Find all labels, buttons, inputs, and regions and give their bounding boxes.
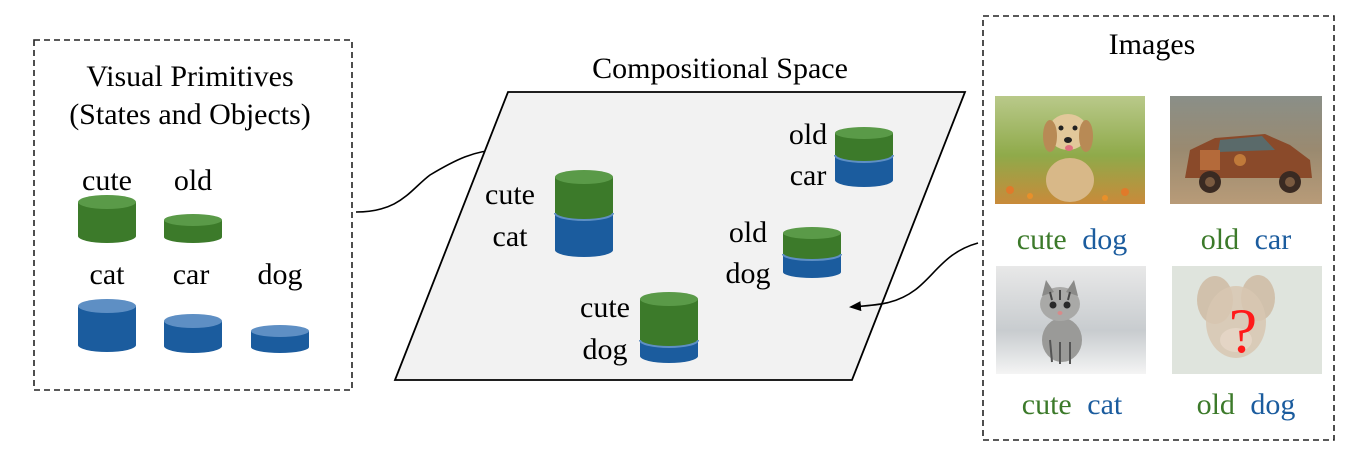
arrow-primitives-to-space [355, 145, 502, 213]
images-panel: Images cute dog [982, 15, 1335, 441]
caption-object-dog-2: dog [1250, 388, 1295, 421]
state-label-old: old [174, 164, 212, 197]
kitten-photo [996, 266, 1146, 374]
compositional-space: Compositional Space cute cat old car old… [393, 52, 967, 381]
puppy-photo [995, 96, 1145, 204]
stack-old-car [834, 127, 894, 187]
primitives-dashed-border [33, 39, 353, 391]
tile-caption-old-car: old car [1201, 223, 1291, 256]
images-dashed-border [982, 15, 1335, 441]
pair-state-old-dog: old [729, 216, 767, 249]
caption-state-cute-2: cute [1022, 388, 1072, 421]
stack-cute-dog [639, 292, 699, 363]
pair-state-cute-dog: cute [580, 291, 630, 324]
stack-cute-cat [554, 170, 614, 257]
space-title: Compositional Space [592, 52, 848, 85]
stack-old-dog [782, 227, 842, 278]
visual-primitives-panel: Visual Primitives (States and Objects) c… [33, 39, 353, 391]
primitives-title-line1: Visual Primitives [86, 60, 293, 93]
pair-object-old-dog: dog [726, 257, 771, 290]
caption-state-old-2: old [1197, 388, 1235, 421]
caption-object-cat: cat [1087, 388, 1123, 421]
cylinder-old [164, 214, 222, 243]
caption-object-dog: dog [1082, 223, 1127, 256]
tile-caption-cute-dog: cute dog [1017, 223, 1127, 256]
pair-object-cute-cat: cat [493, 220, 529, 253]
cylinder-cat [78, 299, 136, 352]
caption-object-car: car [1255, 223, 1292, 256]
state-label-cute: cute [82, 164, 132, 197]
arrow-images-to-space [849, 242, 979, 312]
pair-state-old-car: old [789, 118, 827, 151]
space-plane [393, 91, 967, 381]
rusty-car-photo [1170, 96, 1322, 204]
pair-object-cute-dog: dog [583, 333, 628, 366]
object-label-car: car [173, 258, 210, 291]
object-label-dog: dog [258, 258, 303, 291]
pair-state-cute-cat: cute [485, 178, 535, 211]
pair-object-old-car: car [790, 159, 827, 192]
caption-state-cute: cute [1017, 223, 1067, 256]
caption-state-old: old [1201, 223, 1239, 256]
question-mark-icon: ? [1229, 295, 1257, 366]
tile-caption-old-dog: old dog [1197, 388, 1296, 421]
unknown-old-dog-photo: ? [1172, 266, 1322, 374]
cylinder-cute [78, 195, 136, 243]
object-label-cat: cat [90, 258, 126, 291]
cylinder-dog [251, 325, 309, 353]
cylinder-car [164, 314, 222, 353]
images-title: Images [1109, 28, 1196, 61]
primitives-title-line2: (States and Objects) [69, 98, 311, 131]
tile-caption-cute-cat: cute cat [1022, 388, 1123, 421]
